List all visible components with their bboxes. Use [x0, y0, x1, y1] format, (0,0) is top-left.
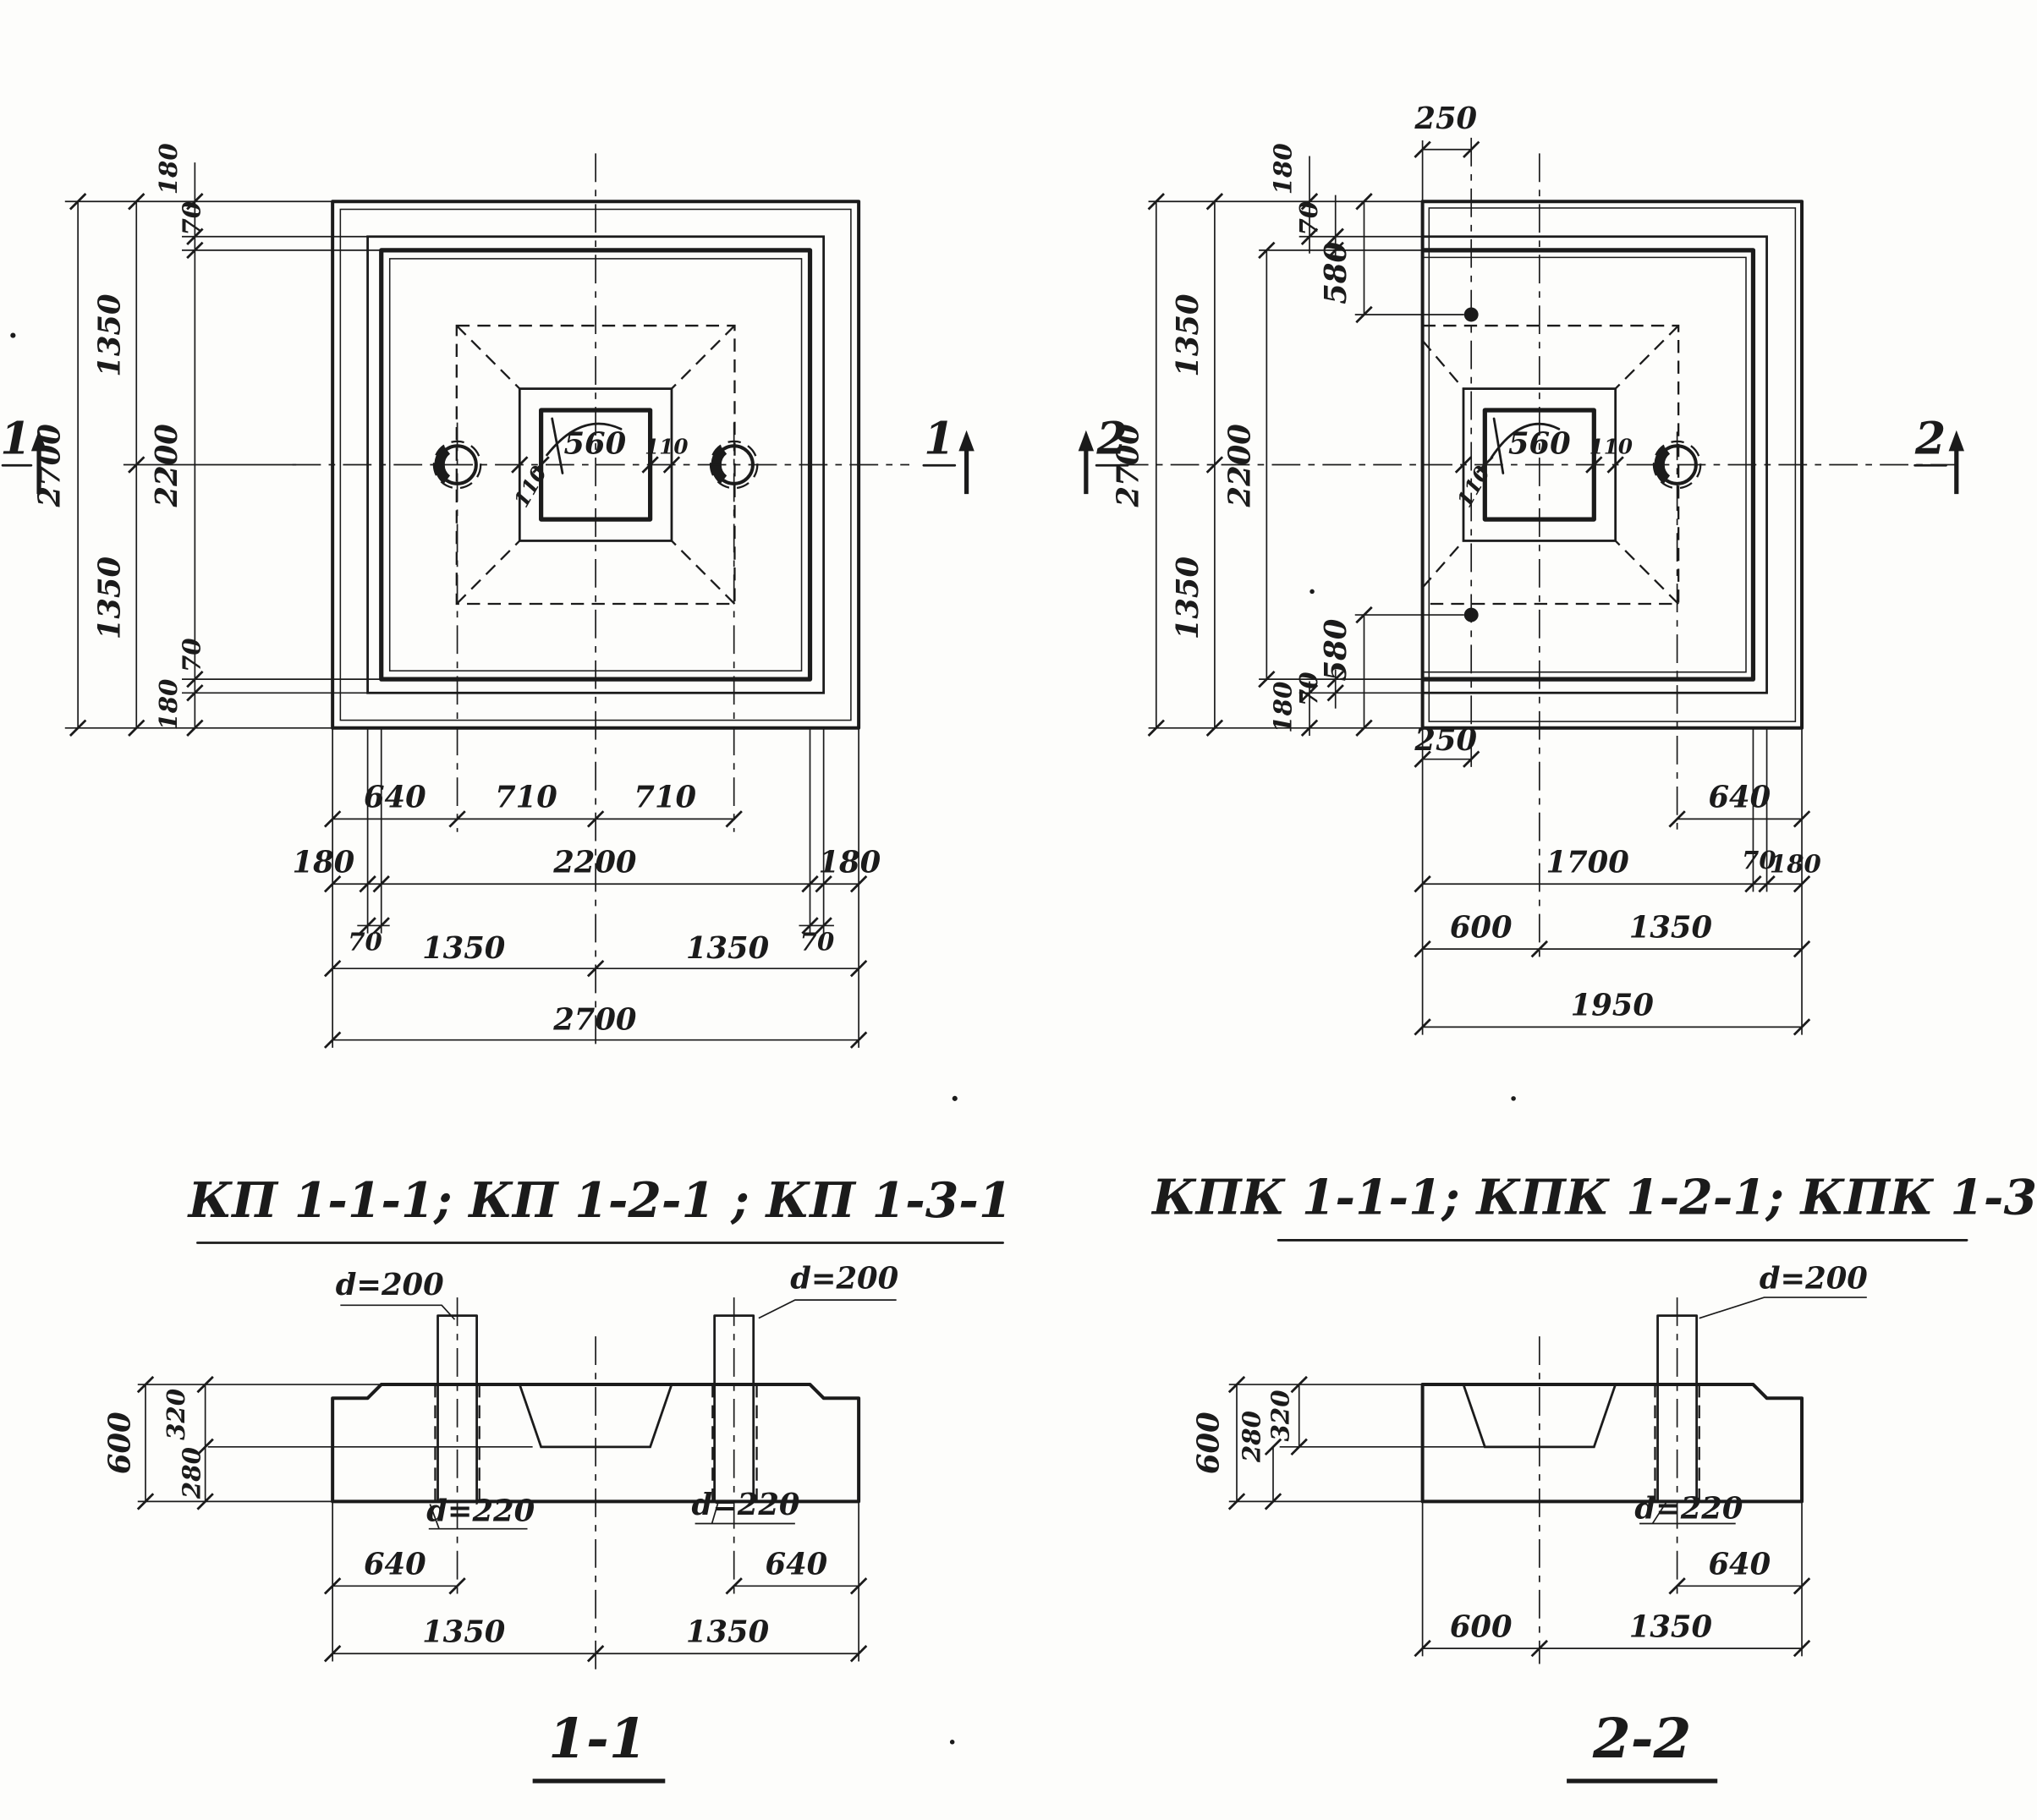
dim-180-row: 180 [1770, 849, 1821, 878]
title-kpk-series: КПК 1-1-1; КПК 1-2-1; КПК 1-3-1 [1150, 1170, 2037, 1226]
dim-250-bottom: 250 [1414, 723, 1477, 758]
dim-600-bottom: 600 [1450, 1609, 1513, 1644]
dim-640-right: 640 [766, 1547, 828, 1582]
dim-180-bottom: 180 [154, 679, 183, 731]
dim-2200-left: 2200 [150, 424, 184, 508]
dim-70-bottom: 70 [1294, 672, 1323, 706]
kpk-dimension-lines [1147, 140, 1811, 1036]
dim-180-top: 180 [1269, 143, 1298, 195]
dim-110-right: 110 [645, 434, 688, 458]
section-marker-1-left: 1 [0, 413, 30, 464]
dim-640-left: 640 [364, 1547, 426, 1582]
dim-320: 320 [162, 1389, 190, 1440]
dim-710-left: 710 [495, 781, 557, 815]
dim-580-top: 580 [1319, 241, 1353, 304]
s11-centerlines [456, 1297, 735, 1669]
label-d200-left: d=200 [336, 1268, 444, 1302]
dim-1350-bottom: 1350 [1171, 556, 1205, 639]
s22-centerlines [1538, 1297, 1678, 1664]
dim-1350-top: 1350 [92, 293, 127, 377]
plan-view-kp: 1 1 180 70 1350 2700 2200 1350 70 180 11… [0, 143, 975, 1051]
dim-640: 640 [364, 781, 426, 815]
dim-640: 640 [1708, 781, 1771, 815]
dim-600: 600 [103, 1412, 138, 1474]
dim-70-row-right: 70 [800, 928, 835, 957]
s22-outline [1420, 1314, 1804, 1504]
label-d220: d=220 [1634, 1491, 1743, 1526]
kpk-section-marks [1078, 430, 1964, 495]
section-arrow-up-icon [1078, 430, 1095, 452]
section-arrow-up-icon [1948, 430, 1964, 452]
title-kp-series: КП 1-1-1; КП 1-2-1 ; КП 1-3-1 [187, 1173, 1013, 1229]
dim-180-row-left: 180 [293, 845, 355, 880]
dim-70-row: 70 [1742, 846, 1776, 874]
section-view-1-1: d=200 d=200 600 320 280 d=220 d=220 640 … [103, 1261, 899, 1784]
dim-2700-left: 2700 [33, 424, 68, 508]
kp-centerlines [292, 153, 909, 1051]
dim-1350-bottom: 1350 [92, 556, 127, 639]
dim-1350-left: 1350 [422, 1614, 506, 1649]
section-marker-1-right: 1 [924, 413, 954, 464]
dim-640: 640 [1708, 1547, 1771, 1582]
dim-110-right: 110 [1590, 434, 1633, 458]
dim-320: 320 [1266, 1390, 1294, 1441]
dim-70-bottom: 70 [178, 638, 206, 672]
dim-70-top: 70 [178, 201, 206, 236]
dim-1350-bottom: 1350 [1629, 1609, 1713, 1644]
label-d200: d=200 [1760, 1261, 1868, 1296]
section-title-2-2: 2-2 [1592, 1707, 1692, 1771]
dim-1350-row: 1350 [1629, 910, 1713, 945]
dim-560: 560 [1508, 426, 1571, 461]
dim-2700-bottom: 2700 [552, 1002, 637, 1037]
dim-560: 560 [563, 426, 626, 461]
label-d220-left: d=220 [426, 1494, 535, 1528]
dim-2200-bottom: 2200 [552, 845, 637, 880]
dim-70-row-left: 70 [348, 928, 382, 957]
dim-250-top: 250 [1414, 101, 1477, 136]
dim-280: 280 [1238, 1411, 1266, 1463]
dim-710-right: 710 [634, 781, 696, 815]
section-arrow-up-icon [30, 430, 47, 452]
dim-1350-row-right: 1350 [686, 931, 770, 966]
label-d220-right: d=220 [691, 1488, 799, 1522]
dim-180-top: 180 [154, 143, 183, 195]
label-d200-right: d=200 [790, 1261, 898, 1296]
kpk-centerlines [1119, 137, 1956, 965]
dim-600: 600 [1192, 1412, 1227, 1474]
dim-600: 600 [1450, 910, 1513, 945]
section-marker-2-left: 2 [1095, 413, 1127, 464]
dim-2700-left: 2700 [1111, 424, 1145, 508]
dim-180-bottom: 180 [1269, 682, 1298, 733]
plan-view-kpk: 2 2 250 180 70 580 1350 2700 2200 1350 5… [1078, 101, 1964, 1036]
dim-280: 280 [178, 1447, 206, 1499]
kp-dimension-lines [64, 162, 868, 1049]
dim-1350-row-left: 1350 [422, 931, 506, 966]
section-marker-2-right: 2 [1914, 413, 1946, 464]
section-arrow-up-icon [958, 430, 975, 452]
dim-580-bottom: 580 [1319, 618, 1353, 681]
series-titles: КП 1-1-1; КП 1-2-1 ; КП 1-3-1 КПК 1-1-1;… [187, 1170, 2037, 1244]
scan-specks [10, 332, 1516, 1745]
section-title-1-1: 1-1 [548, 1707, 647, 1771]
dim-70-top: 70 [1294, 201, 1323, 236]
dim-1350-top: 1350 [1171, 293, 1205, 377]
dim-1350-right: 1350 [686, 1614, 770, 1649]
dim-1700: 1700 [1546, 845, 1630, 880]
dim-2200-left: 2200 [1222, 424, 1257, 508]
s22-dimension-lines [1227, 1296, 1867, 1658]
kp-section-marks [1, 430, 975, 495]
dim-180-row-right: 180 [818, 845, 881, 880]
section-view-2-2: d=200 600 280 320 d=220 640 600 1350 2-2 [1192, 1261, 1868, 1784]
s11-dimension-lines [136, 1299, 897, 1663]
dim-1950: 1950 [1571, 988, 1655, 1022]
